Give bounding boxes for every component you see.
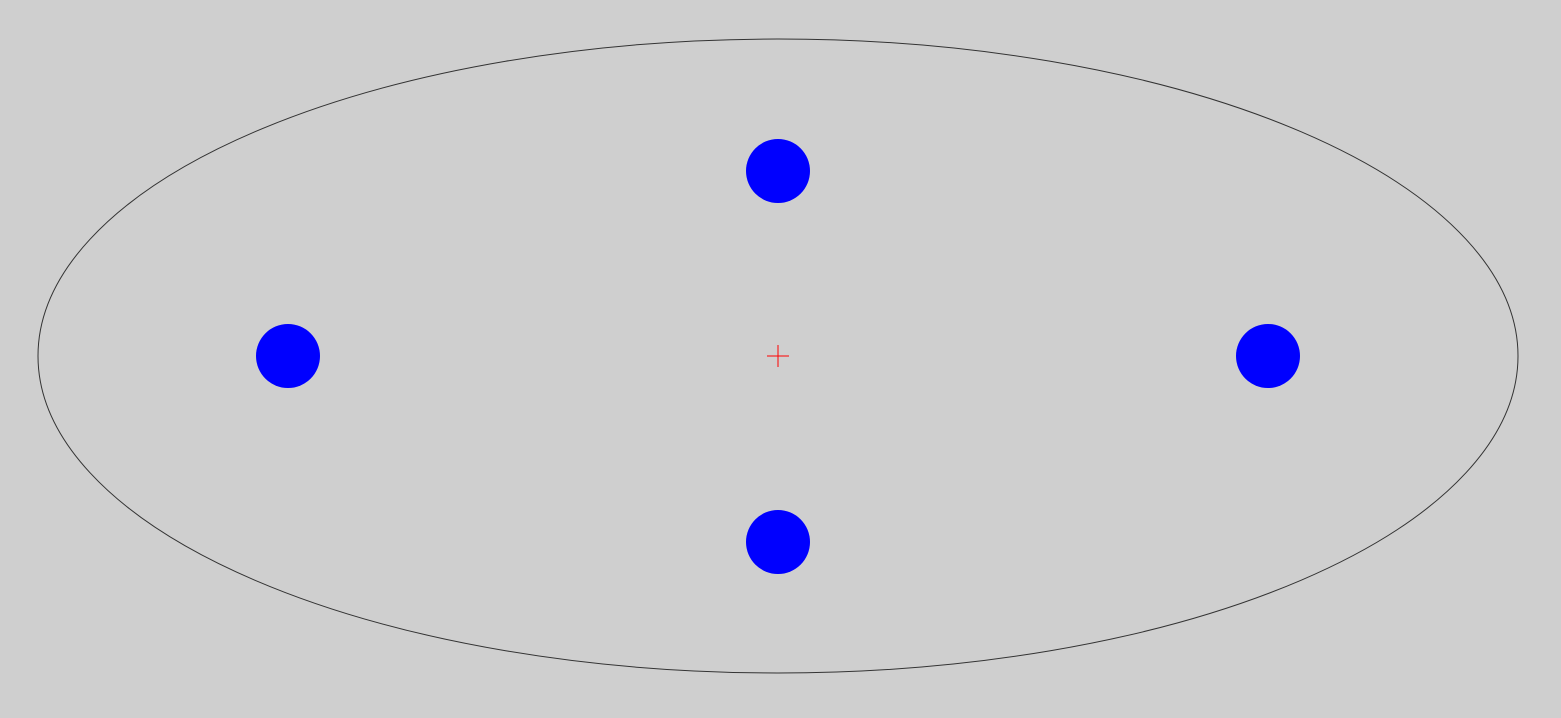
target-circle-right[interactable]	[1236, 324, 1300, 388]
crosshair-icon	[767, 345, 789, 367]
target-circle-left[interactable]	[256, 324, 320, 388]
target-circle-top[interactable]	[746, 139, 810, 203]
boundary-ellipse	[37, 38, 1519, 674]
target-circle-bottom[interactable]	[746, 510, 810, 574]
